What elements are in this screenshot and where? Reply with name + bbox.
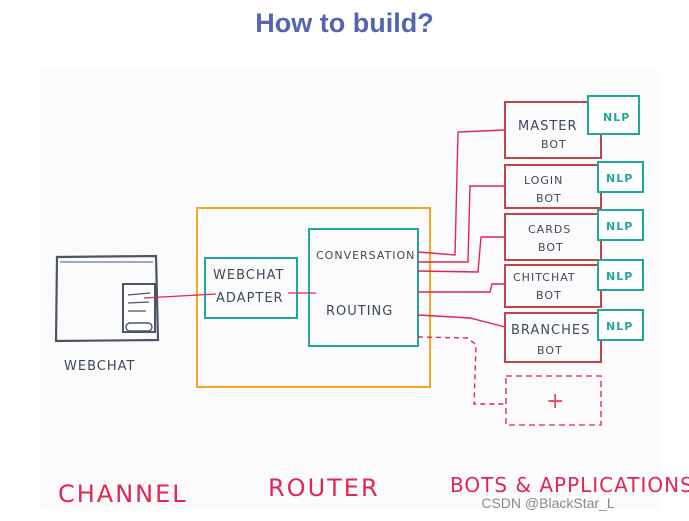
bot-chitchat-nlp-box	[597, 259, 644, 291]
bot-cards-line2: BOT	[538, 241, 564, 254]
routing-label: ROUTING	[326, 304, 393, 319]
bot-chitchat-nlp-label: NLP	[606, 270, 633, 283]
bot-branches: NLP BRANCHES BOT	[504, 309, 644, 363]
bot-master-line2: BOT	[541, 138, 567, 151]
watermark: CSDN @BlackStar_L	[481, 495, 614, 511]
webchat-window-frame	[54, 254, 160, 343]
bot-branches-nlp-label: NLP	[606, 320, 633, 333]
bot-login-nlp-box	[597, 161, 644, 193]
wire-to-master-bot	[417, 129, 506, 256]
wire-to-chitchat-bot	[418, 283, 505, 293]
webchat-adapter-label-2: ADAPTER	[216, 291, 284, 306]
bot-branches-line2: BOT	[537, 344, 563, 357]
channel-section-label: CHANNEL	[58, 480, 188, 508]
wire-channel-to-adapter	[143, 293, 217, 299]
webchat-adapter-label-1: WEBCHAT	[213, 268, 284, 283]
bot-branches-nlp-box	[597, 309, 644, 341]
webchat-label: WEBCHAT	[64, 359, 135, 374]
bot-master-nlp-box	[587, 95, 640, 135]
diagram-title: How to build?	[255, 8, 434, 38]
wire-to-cards-bot	[417, 236, 505, 273]
bot-master-line1: MASTER	[518, 119, 578, 134]
wire-to-branches-bot	[417, 314, 506, 328]
wire-to-login-bot	[418, 185, 505, 263]
bot-chitchat-line2: BOT	[536, 289, 562, 302]
bot-cards-nlp-box	[597, 209, 644, 241]
bot-login-line2: BOT	[536, 192, 562, 205]
conversation-routing-box	[308, 228, 419, 347]
bot-cards: NLP CARDS BOT	[504, 209, 644, 261]
router-to-bot-wires	[417, 129, 506, 405]
router-section-label: ROUTER	[268, 474, 380, 502]
wire-to-new-bot	[417, 336, 505, 405]
bot-placeholder: +	[505, 375, 602, 426]
add-bot-symbol: +	[546, 389, 564, 414]
bot-chitchat: NLP CHITCHAT BOT	[504, 259, 644, 308]
router-box	[196, 207, 431, 388]
webchat-widget	[122, 283, 156, 333]
bot-chitchat-line1: CHITCHAT	[513, 271, 576, 284]
webchat-device	[54, 254, 160, 343]
bot-placeholder-box	[505, 375, 602, 426]
webchat-adapter-box	[204, 257, 298, 319]
bot-login: NLP LOGIN BOT	[504, 161, 644, 209]
bot-cards-nlp-label: NLP	[606, 220, 633, 233]
webchat-widget-lines	[127, 292, 151, 312]
bot-cards-line1: CARDS	[528, 223, 571, 236]
conversation-label: CONVERSATION	[316, 249, 415, 262]
bot-master: NLP MASTER BOT	[504, 95, 640, 159]
bot-branches-line1: BRANCHES	[511, 323, 590, 338]
bots-section-label: BOTS & APPLICATIONS	[450, 473, 689, 497]
webchat-widget-input	[125, 322, 153, 332]
bot-master-nlp-label: NLP	[603, 111, 630, 124]
bot-login-nlp-label: NLP	[606, 172, 633, 185]
bot-login-line1: LOGIN	[524, 174, 563, 187]
